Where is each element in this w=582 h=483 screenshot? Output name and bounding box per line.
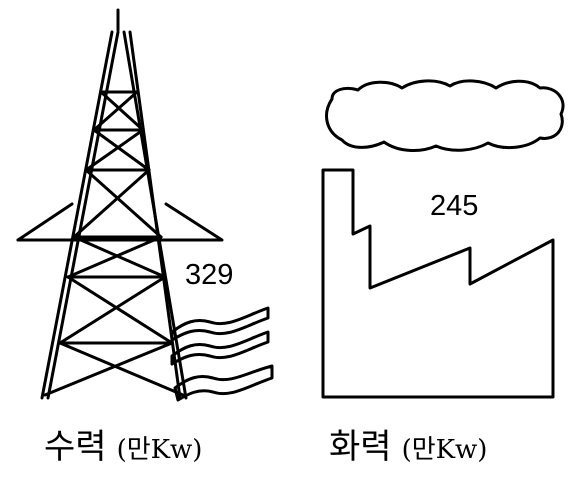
- water-waves-icon: [170, 306, 274, 402]
- hydro-value: 329: [185, 259, 234, 291]
- hydro-caption: 수력 (만Kw): [44, 430, 202, 464]
- hydro-unit: (만Kw): [116, 435, 203, 465]
- thermal-caption: 화력 (만Kw): [329, 430, 487, 464]
- hydro-label: 수력: [44, 427, 107, 467]
- thermal-unit: (만Kw): [401, 435, 488, 465]
- transmission-tower-icon: [16, 8, 224, 400]
- thermal-label: 화력: [329, 427, 392, 467]
- factory-icon: [321, 168, 555, 399]
- thermal-value: 245: [430, 190, 479, 222]
- cloud-icon: [325, 79, 565, 152]
